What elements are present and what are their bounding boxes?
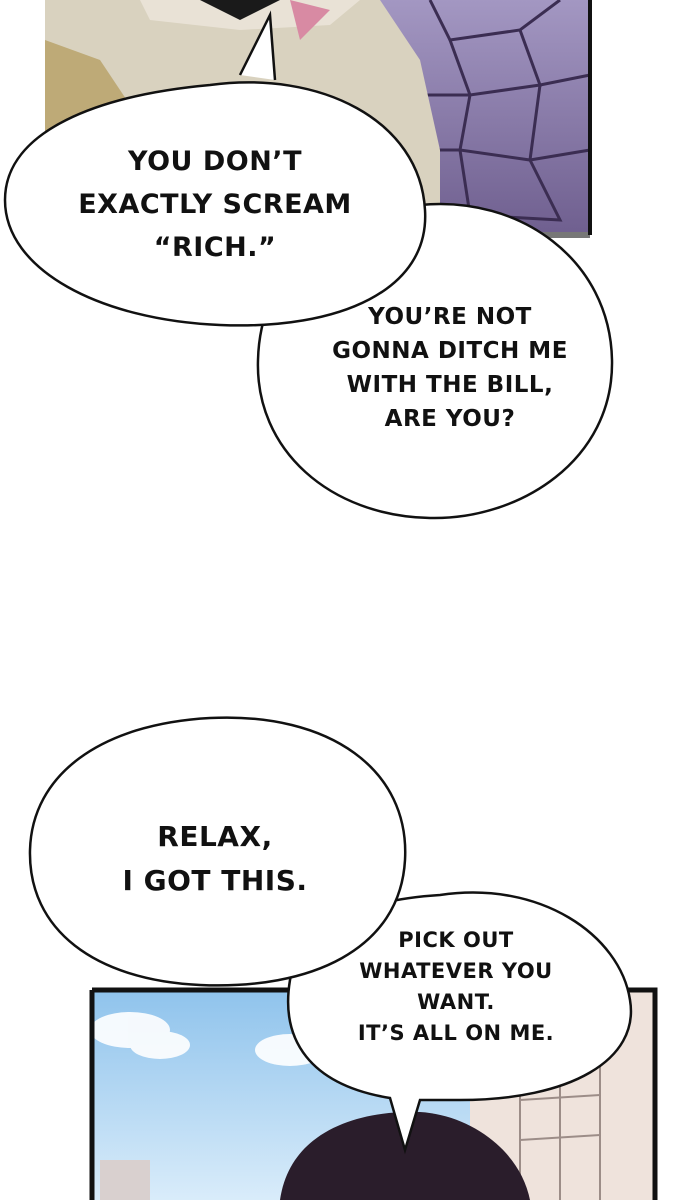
distant-tower: [100, 1160, 150, 1200]
bubble-1-text: YOU DON’T EXACTLY SCREAM “RICH.”: [78, 146, 352, 263]
pink-strand: [290, 0, 330, 40]
bubble-3-shape: [28, 716, 407, 987]
bubble-2-text: YOU’RE NOT GONNA DITCH ME WITH THE BILL,…: [332, 304, 568, 432]
bubble-3-text: RELAX, I GOT THIS.: [122, 820, 308, 897]
speech-bubbles: [3, 10, 633, 1155]
character-hair: [280, 1111, 530, 1200]
bubble-4-text: PICK OUT WHATEVER YOU WANT. IT’S ALL ON …: [357, 928, 555, 1045]
bubble-1-shape: [3, 81, 427, 327]
hair-tip: [200, 0, 280, 20]
bubble-1-tail: [238, 10, 277, 81]
bottom-panel-border-top-right: [92, 987, 658, 1200]
